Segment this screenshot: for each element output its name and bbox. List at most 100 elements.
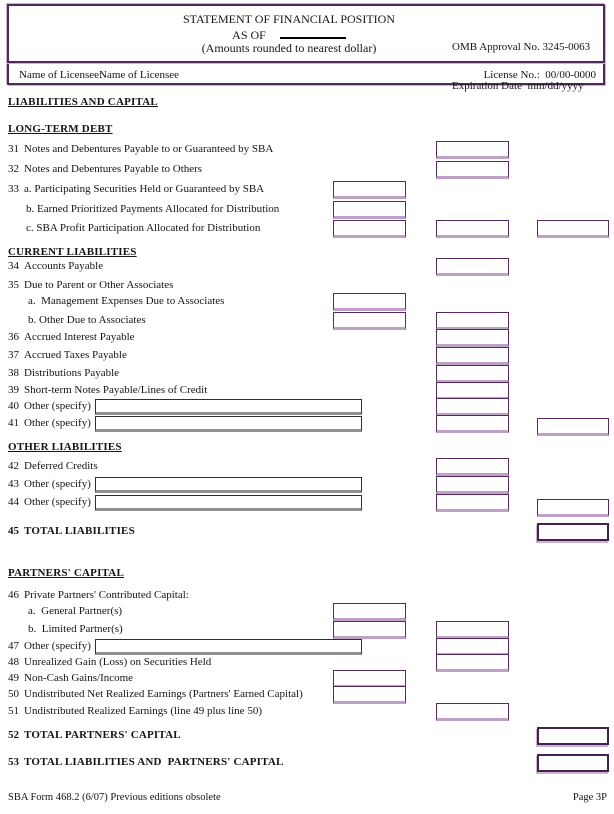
line-number: 34: [8, 260, 19, 272]
line-label: c. SBA Profit Participation Allocated fo…: [26, 222, 261, 234]
field-43-specify-input[interactable]: [95, 477, 362, 493]
line-label: Accounts Payable: [24, 260, 104, 272]
line-number: 35: [8, 279, 19, 291]
line-number: 41: [8, 417, 19, 429]
licensee-value[interactable]: Name of Licensee: [99, 69, 180, 81]
as-of-date-blank[interactable]: [279, 27, 346, 39]
line-label: Accrued Interest Payable: [24, 331, 135, 343]
line-number: 39: [8, 384, 19, 396]
form-title: STATEMENT OF FINANCIAL POSITION: [182, 12, 396, 26]
line-number: 31: [8, 143, 19, 155]
line-37: 37 Accrued Taxes Payable: [0, 347, 614, 365]
line-46b: b. Limited Partner(s): [0, 621, 614, 639]
line-label: TOTAL PARTNERS' CAPITAL: [24, 729, 181, 741]
field-31-amount[interactable]: [436, 141, 509, 159]
line-44: 44 Other (specify): [0, 494, 614, 517]
line-38: 38 Distributions Payable: [0, 365, 614, 383]
as-of-label: AS OF: [232, 28, 266, 42]
form-title-block: STATEMENT OF FINANCIAL POSITION AS OF (A…: [124, 13, 454, 55]
field-51-amount[interactable]: [436, 703, 509, 721]
line-label: TOTAL LIABILITIES: [24, 525, 135, 537]
line-number: 48: [8, 656, 19, 668]
line-label: Private Partners' Contributed Capital:: [24, 589, 189, 601]
line-42: 42 Deferred Credits: [0, 458, 614, 476]
field-33c-amount-2[interactable]: [436, 220, 509, 238]
line-number: 37: [8, 349, 19, 361]
field-33c-amount-3[interactable]: [537, 220, 609, 238]
field-50-amount[interactable]: [333, 686, 406, 704]
line-number: 40: [8, 400, 19, 412]
as-of-line: AS OF: [124, 27, 454, 42]
field-32-amount[interactable]: [436, 161, 509, 179]
line-label: a. Management Expenses Due to Associates: [28, 295, 225, 307]
heading-liabilities-and-capital: LIABILITIES AND CAPITAL: [8, 96, 158, 108]
line-number: 53: [8, 756, 19, 768]
field-40-amount[interactable]: [436, 398, 509, 416]
field-53-total-liabilities-and-capital[interactable]: [537, 754, 609, 772]
field-46b-amount-1[interactable]: [333, 621, 406, 639]
line-label: Notes and Debentures Payable to or Guara…: [24, 143, 274, 155]
line-number: 33: [8, 183, 19, 195]
field-41-specify-input[interactable]: [95, 416, 362, 432]
line-label: Other (specify): [24, 417, 91, 429]
field-45-total-liabilities[interactable]: [537, 523, 609, 541]
field-40-specify-input[interactable]: [95, 399, 362, 415]
line-48: 48 Unrealized Gain (Loss) on Securities …: [0, 654, 614, 672]
field-46a-amount[interactable]: [333, 603, 406, 621]
line-label: Other (specify): [24, 640, 91, 652]
line-label: Undistributed Net Realized Earnings (Par…: [24, 688, 303, 700]
field-41-amount-1[interactable]: [436, 415, 509, 433]
form-footer-id: SBA Form 468.2 (6/07) Previous editions …: [8, 792, 221, 803]
line-number: 46: [8, 589, 19, 601]
field-37-amount[interactable]: [436, 347, 509, 365]
field-48-amount[interactable]: [436, 654, 509, 672]
field-36-amount[interactable]: [436, 329, 509, 347]
heading-long-term-debt: LONG-TERM DEBT: [8, 123, 113, 135]
line-41: 41 Other (specify): [0, 415, 614, 436]
field-44-specify-input[interactable]: [95, 495, 362, 511]
field-47-specify-input[interactable]: [95, 639, 362, 655]
line-label: a. General Partner(s): [28, 605, 123, 617]
field-34-amount[interactable]: [436, 258, 509, 276]
field-33b-amount[interactable]: [333, 201, 406, 219]
line-number: 52: [8, 729, 19, 741]
field-35a-amount[interactable]: [333, 293, 406, 311]
line-39: 39 Short-term Notes Payable/Lines of Cre…: [0, 382, 614, 400]
line-label: Notes and Debentures Payable to Others: [24, 163, 203, 175]
line-43: 43 Other (specify): [0, 476, 614, 494]
expiration-date-text: Expiration Date mm/dd/yyyy: [452, 80, 584, 92]
line-number: 47: [8, 640, 19, 652]
field-52-total-partners-capital[interactable]: [537, 727, 609, 745]
omb-block: OMB Approval No. 3245-0063 Expiration Da…: [452, 15, 590, 119]
line-52: 52 TOTAL PARTNERS' CAPITAL: [0, 727, 614, 745]
line-33b: b. Earned Prioritized Payments Allocated…: [0, 201, 614, 219]
line-number: 42: [8, 460, 19, 472]
field-43-amount[interactable]: [436, 476, 509, 494]
field-35b-amount-2[interactable]: [436, 312, 509, 330]
field-46b-amount-2[interactable]: [436, 621, 509, 639]
line-label: Deferred Credits: [24, 460, 98, 472]
line-label: Other (specify): [24, 478, 91, 490]
page-number: Page 3P: [572, 792, 607, 803]
line-35: 35 Due to Parent or Other Associates: [0, 277, 614, 295]
field-35b-amount-1[interactable]: [333, 312, 406, 330]
license-number: License No.: 00/00-0000: [483, 69, 596, 81]
line-label: a. Participating Securities Held or Guar…: [24, 183, 265, 195]
line-49: 49 Non-Cash Gains/Income: [0, 670, 614, 688]
field-38-amount[interactable]: [436, 365, 509, 383]
header-divider: [7, 61, 605, 63]
heading-other-liabilities: OTHER LIABILITIES: [8, 441, 122, 453]
line-35a: a. Management Expenses Due to Associates: [0, 293, 614, 311]
line-45: 45 TOTAL LIABILITIES: [0, 523, 614, 541]
field-44-amount-1[interactable]: [436, 494, 509, 512]
form-subtitle: (Amounts rounded to nearest dollar): [201, 41, 377, 55]
field-41-amount-2[interactable]: [537, 418, 609, 436]
line-label: Accrued Taxes Payable: [24, 349, 127, 361]
line-number: 36: [8, 331, 19, 343]
field-42-amount[interactable]: [436, 458, 509, 476]
line-35b: b. Other Due to Associates: [0, 312, 614, 330]
field-33c-amount-1[interactable]: [333, 220, 406, 238]
field-33a-amount[interactable]: [333, 181, 406, 199]
line-number: 45: [8, 525, 19, 537]
field-44-amount-2[interactable]: [537, 499, 609, 517]
